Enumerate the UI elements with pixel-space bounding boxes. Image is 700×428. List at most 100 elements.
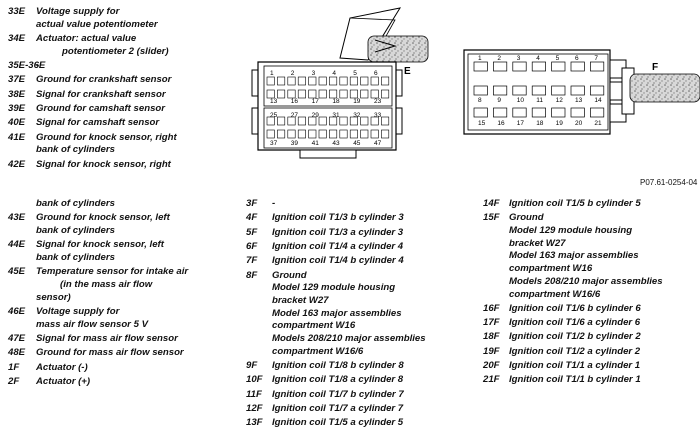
pin-description: Ignition coil T1/1 a cylinder 1 (509, 360, 641, 371)
pin-cavity (339, 129, 348, 139)
pin-description: (in the mass air flow (60, 279, 153, 290)
pin-number: 37E (8, 74, 26, 86)
pin-description: Signal for crankshaft sensor (36, 88, 166, 100)
pin-description: Models 208/210 major assemblies (272, 333, 426, 344)
pin-cavity (349, 89, 358, 99)
pin-number-label: 25 (270, 112, 278, 119)
connector-f-pin-cavities (473, 61, 605, 118)
pin-cavity (266, 129, 275, 139)
pin-number: 18F (483, 331, 500, 343)
pin-number: 41E (8, 131, 26, 143)
pin-number: 7F (246, 255, 258, 267)
pin-number-label: 3 (517, 55, 521, 62)
pin-number-label: 47 (374, 140, 382, 147)
pin-description: compartment W16/6 (272, 345, 364, 357)
pin-description: Actuator (+) (36, 375, 91, 387)
pin-cavity (473, 107, 488, 118)
pin-cavity (590, 85, 605, 96)
pin-description: bracket W27 (272, 294, 329, 306)
pin-cavity (570, 85, 585, 96)
pin-description: bank of cylinders (36, 144, 115, 156)
pin-cavity (512, 107, 527, 118)
connector-e-label: E (404, 66, 411, 77)
pin-cavity (493, 107, 508, 118)
pin-number-label: 4 (536, 55, 540, 62)
pin-number: 42E (8, 158, 26, 170)
pin-number: 3F (246, 198, 258, 209)
figure-id: P07.61-0254-04 (640, 178, 698, 187)
pin-number: 38E (8, 88, 26, 100)
pin-number: 14F (483, 198, 500, 209)
pin-number-label: 19 (353, 98, 361, 105)
pin-cavity (512, 85, 527, 96)
pin-description: Models 208/210 major assemblies (509, 275, 663, 287)
pin-number-label: 3 (312, 70, 316, 77)
pin-cavity (570, 61, 585, 72)
pin-description: potentiometer 2 (slider) (62, 45, 169, 57)
pin-number-label: 18 (536, 120, 544, 127)
pin-number: 9F (246, 360, 258, 371)
pin-number: 4F (246, 212, 258, 224)
pin-cavity (287, 129, 296, 139)
pin-description: Ground (509, 212, 544, 224)
pin-description: Actuator: actual value (36, 33, 137, 44)
pin-number-label: 1 (478, 55, 482, 62)
pin-number-label: 17 (312, 98, 320, 105)
pin-cavity (349, 76, 358, 86)
pin-cavity (370, 116, 379, 126)
pin-cavity (339, 89, 348, 99)
pin-cavity (370, 76, 379, 86)
pin-number-label: 18 (332, 98, 340, 105)
pin-number-label: 17 (517, 120, 525, 127)
pin-number-label: 37 (270, 140, 278, 147)
pin-description: Ground (272, 269, 307, 281)
pin-cavity (381, 129, 390, 139)
pin-cavity (493, 85, 508, 96)
pin-cavity (287, 116, 296, 126)
pin-description: actual value potentiometer (36, 18, 158, 30)
pin-cavity (266, 76, 275, 86)
pin-number-label: 6 (374, 70, 378, 77)
pin-description: Voltage supply for (36, 306, 120, 317)
pin-cavity (473, 61, 488, 72)
pin-description: Model 129 module housing (272, 282, 396, 294)
pin-cavity (287, 89, 296, 99)
pin-cavity (360, 116, 369, 126)
pin-cavity (381, 116, 390, 126)
pin-cavity (297, 76, 306, 86)
pin-description: mass air flow sensor 5 V (36, 318, 148, 330)
pin-description: sensor) (36, 291, 71, 303)
pin-number: 39E (8, 102, 26, 114)
pin-cavity (297, 116, 306, 126)
pin-number-label: 16 (291, 98, 299, 105)
pin-cavity (493, 61, 508, 72)
pin-description: Signal for mass air flow sensor (36, 333, 178, 344)
pin-description: Signal for knock sensor, right (36, 158, 171, 170)
pin-description: Voltage supply for (36, 6, 120, 17)
pin-number-label: 20 (575, 120, 583, 127)
pin-cavity (590, 107, 605, 118)
pin-number: 19F (483, 345, 500, 357)
pin-description: Ignition coil T1/7 a cylinder 7 (272, 402, 404, 414)
pin-description: Ground for camshaft sensor (36, 102, 166, 114)
pin-number-label: 2 (497, 55, 501, 62)
pin-description: Temperature sensor for intake air (36, 266, 189, 278)
pin-number: 48E (8, 347, 26, 359)
connector-f-cable (629, 73, 700, 103)
pin-number-label: 2 (291, 70, 295, 77)
pin-number-label: 1 (270, 70, 274, 77)
pin-number: 16F (483, 302, 500, 314)
pin-cavity (329, 116, 338, 126)
pin-number-label: 11 (536, 97, 543, 104)
pin-cavity (590, 61, 605, 72)
pin-number-label: 6 (575, 55, 579, 62)
pin-number-label: 14 (594, 97, 602, 104)
pin-description: Signal for knock sensor, left (36, 239, 164, 251)
pin-description: Ground for knock sensor, left (36, 212, 170, 224)
pin-cavity (266, 116, 275, 126)
pin-description: Ignition coil T1/4 a cylinder 4 (272, 240, 404, 252)
pin-cavity (360, 129, 369, 139)
pin-cavity (318, 116, 327, 126)
pin-description: Ground for knock sensor, right (36, 131, 177, 143)
